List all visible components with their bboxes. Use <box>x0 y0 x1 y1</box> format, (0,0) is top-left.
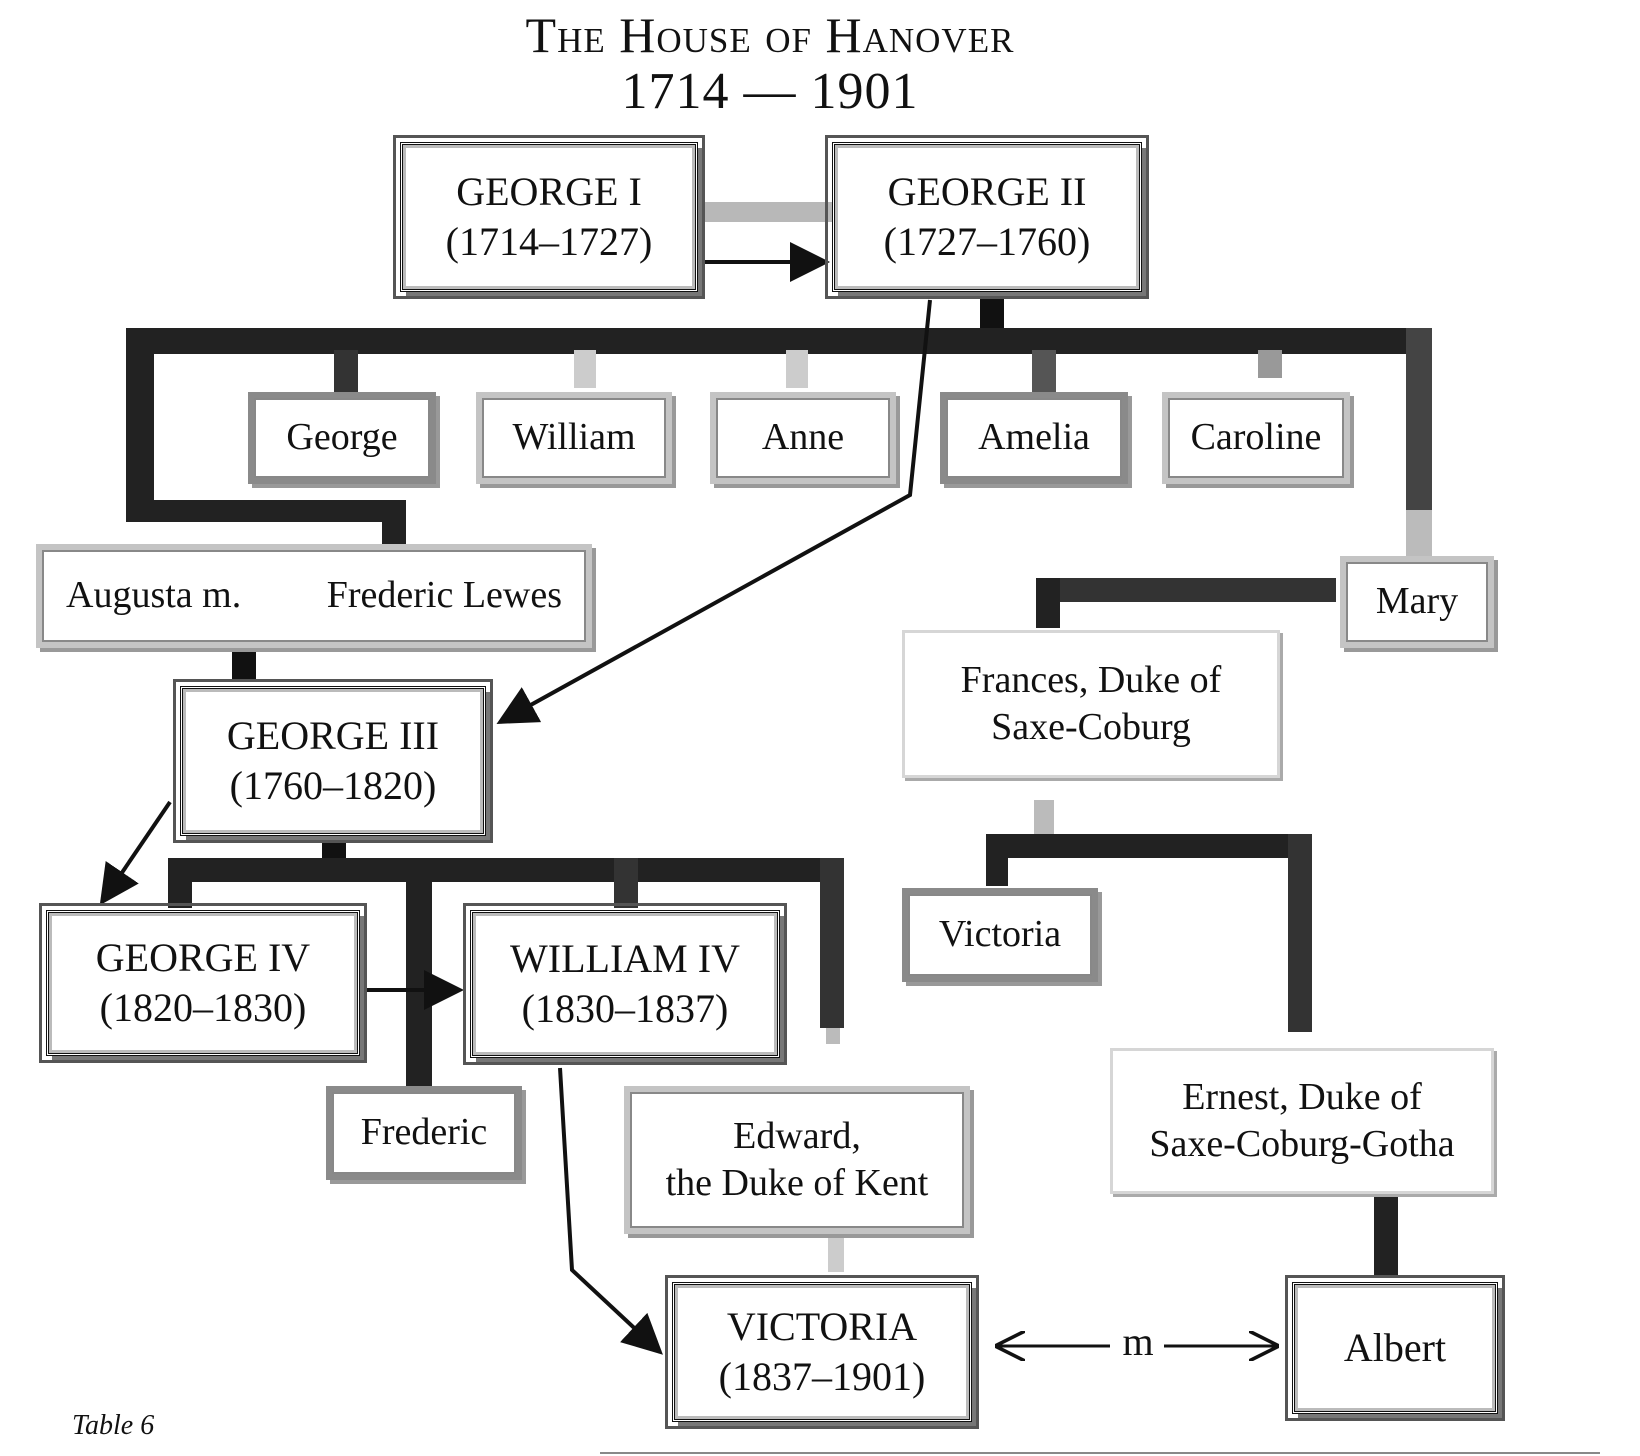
marriage-label: m <box>1122 1319 1154 1364</box>
table-caption: Table 6 <box>72 1410 155 1441</box>
monarch-victoria: VICTORIA (1837–1901) <box>665 1275 979 1429</box>
succession-arrow-w4-victoria <box>558 1067 663 1355</box>
child-name: Amelia <box>978 416 1090 459</box>
albert-name: Albert <box>1343 1325 1447 1370</box>
monarch-name: GEORGE IV <box>95 935 311 980</box>
child-name: George <box>286 416 398 459</box>
child-mary: Mary <box>1340 556 1494 648</box>
chart-subtitle-years: 1714 — 1901 <box>621 63 919 120</box>
monarch-george-iv: GEORGE IV (1820–1830) <box>39 903 367 1063</box>
augusta-name: Augusta m. <box>66 574 242 617</box>
monarch-name: GEORGE III <box>226 713 440 758</box>
monarch-reign: (1820–1830) <box>99 985 307 1030</box>
bottom-rule <box>600 1452 1600 1454</box>
succession-arrow-g2-g3 <box>496 299 932 724</box>
monarch-george-ii: GEORGE II (1727–1760) <box>825 135 1149 299</box>
ernest-line-1: Ernest, Duke of <box>1182 1075 1422 1118</box>
frederic-lewes-name: Frederic Lewes <box>326 574 562 617</box>
child-name: Frederic <box>360 1111 488 1154</box>
g2-children-bar <box>126 328 1430 354</box>
child-name: William <box>512 416 636 459</box>
frances-children-bar <box>986 834 1312 858</box>
child-name: Caroline <box>1190 416 1322 459</box>
child-edward-duke-of-kent: Edward, the Duke of Kent <box>624 1086 970 1234</box>
succession-bar-g1-g2 <box>700 202 840 222</box>
succession-arrow-g3-g4 <box>99 800 172 906</box>
monarch-reign: (1837–1901) <box>718 1354 926 1399</box>
g3-children-bar <box>168 858 844 882</box>
frances-line-1: Frances, Duke of <box>960 658 1222 701</box>
monarch-reign: (1727–1760) <box>883 219 1091 264</box>
child-frederic: Frederic <box>326 1086 522 1180</box>
monarch-reign: (1830–1837) <box>521 986 729 1031</box>
monarch-name: WILLIAM IV <box>510 936 740 981</box>
monarch-george-i: GEORGE I (1714–1727) <box>393 135 705 299</box>
monarch-name: VICTORIA <box>726 1304 918 1349</box>
monarch-reign: (1714–1727) <box>445 219 653 264</box>
monarch-george-iii: GEORGE III (1760–1820) <box>173 679 493 843</box>
monarch-name: GEORGE I <box>456 169 642 214</box>
monarch-william-iv: WILLIAM IV (1830–1837) <box>463 903 787 1065</box>
child-name: Victoria <box>938 913 1062 956</box>
child-victoria-coburg: Victoria <box>902 888 1098 982</box>
ernest-duke-of-saxe-coburg-gotha: Ernest, Duke of Saxe-Coburg-Gotha <box>1110 1048 1494 1194</box>
child-george: George <box>248 392 436 484</box>
chart-title: The House of Hanover <box>525 7 1015 63</box>
child-anne: Anne <box>710 392 896 484</box>
frances-duke-of-saxe-coburg: Frances, Duke of Saxe-Coburg <box>902 630 1280 778</box>
ernest-line-2: Saxe-Coburg-Gotha <box>1149 1123 1455 1165</box>
monarch-name: GEORGE II <box>887 169 1087 214</box>
edward-line-1: Edward, <box>733 1114 861 1157</box>
child-name: Mary <box>1375 580 1459 623</box>
frances-line-2: Saxe-Coburg <box>991 706 1191 748</box>
augusta-frederic-lewes: Augusta m. Frederic Lewes <box>36 544 592 648</box>
child-william: William <box>476 392 672 484</box>
child-name: Anne <box>761 416 845 459</box>
monarch-reign: (1760–1820) <box>229 763 437 808</box>
albert: Albert <box>1285 1275 1505 1421</box>
child-caroline: Caroline <box>1162 392 1350 484</box>
edward-line-2: the Duke of Kent <box>665 1162 929 1204</box>
child-amelia: Amelia <box>940 392 1128 484</box>
